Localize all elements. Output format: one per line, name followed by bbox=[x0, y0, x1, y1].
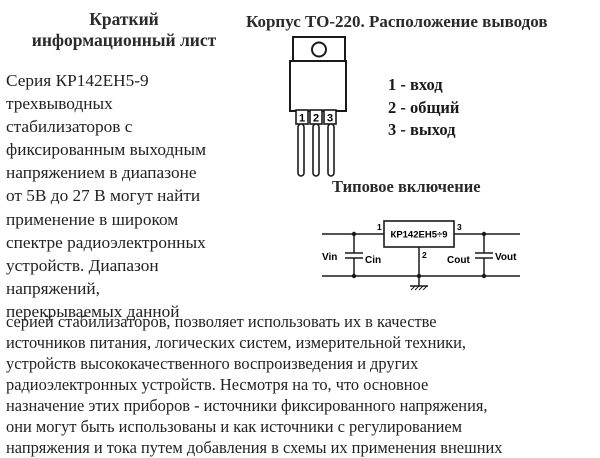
cout-label: Cout bbox=[447, 255, 470, 266]
description-line: перекрываемых данной bbox=[6, 301, 180, 321]
circuit-title: Типовое включение bbox=[332, 177, 481, 196]
regulator-ic-label: КР142ЕН5÷9 bbox=[391, 230, 448, 241]
description-line: напряжением в диапазоне bbox=[6, 163, 197, 183]
description-line: устройств высококачественного воспроизве… bbox=[6, 354, 419, 373]
sheet-title-line-2: информационный лист bbox=[31, 30, 217, 50]
vin-label: Vin bbox=[322, 252, 337, 263]
circuit-pin-3: 3 bbox=[457, 222, 462, 232]
description-line: фиксированным выходным bbox=[6, 140, 207, 160]
pin-assignment-1: 1 - вход bbox=[388, 75, 443, 94]
description-line: напряжения и тока путем добавления в схе… bbox=[6, 438, 503, 457]
package-lead-2 bbox=[312, 123, 320, 177]
description-line: от 5В до 27 В могут найти bbox=[6, 186, 201, 206]
description-line: источников питания, логических систем, и… bbox=[6, 333, 466, 352]
description-line: устройств. Диапазон bbox=[6, 255, 159, 275]
description-line: Серия КР142ЕН5-9 bbox=[6, 71, 149, 90]
description-line: стабилизаторов с bbox=[6, 117, 133, 137]
package-lead-3 bbox=[327, 123, 335, 177]
regulator-ic bbox=[383, 220, 455, 248]
description-wide-block: серией стабилизаторов, позволяет использ… bbox=[6, 311, 598, 458]
circuit-pin-1: 1 bbox=[377, 222, 382, 232]
sheet-title-line-1: Краткий bbox=[89, 9, 159, 29]
package-lead-1 bbox=[297, 123, 305, 177]
description-line: они могут быть использованы и как источн… bbox=[6, 417, 463, 436]
package-title: Корпус ТО-220. Расположение выводов bbox=[246, 12, 548, 31]
to220-package-drawing: 1 2 3 bbox=[289, 36, 347, 177]
description-line: радиоэлектронных устройств. Несмотря на … bbox=[6, 375, 429, 394]
description-line: спектре радиоэлектронных bbox=[6, 232, 206, 252]
sheet-title: Краткий информационный лист bbox=[0, 9, 248, 51]
pin-number-1: 1 bbox=[299, 113, 305, 125]
description-line: трехвыводных bbox=[6, 94, 113, 114]
package-body bbox=[289, 60, 347, 112]
description-line: серией стабилизаторов, позволяет использ… bbox=[6, 312, 437, 331]
description-line: напряжений, bbox=[6, 278, 100, 298]
pin-number-2: 2 bbox=[313, 113, 319, 125]
package-mounting-hole bbox=[311, 41, 327, 58]
ground-symbol bbox=[410, 285, 428, 291]
cin-label: Cin bbox=[365, 255, 381, 266]
description-narrow-column: Серия КР142ЕН5-9 трехвыводных стабилизат… bbox=[6, 69, 281, 323]
pin-number-3: 3 bbox=[327, 113, 333, 125]
description-line: применение в широком bbox=[6, 209, 179, 229]
vout-label: Vout bbox=[495, 252, 517, 263]
pin-assignment-list: 1 - вход 2 - общий 3 - выход bbox=[388, 74, 459, 142]
pin-assignment-3: 3 - выход bbox=[388, 120, 456, 139]
description-line: назначение этих приборов - источники фик… bbox=[6, 396, 488, 415]
pin-assignment-2: 2 - общий bbox=[388, 97, 460, 117]
typical-circuit-diagram: КР142ЕН5÷9 1 2 3 Vin Cin Cout Vout bbox=[322, 220, 520, 291]
circuit-pin-2: 2 bbox=[422, 250, 427, 260]
